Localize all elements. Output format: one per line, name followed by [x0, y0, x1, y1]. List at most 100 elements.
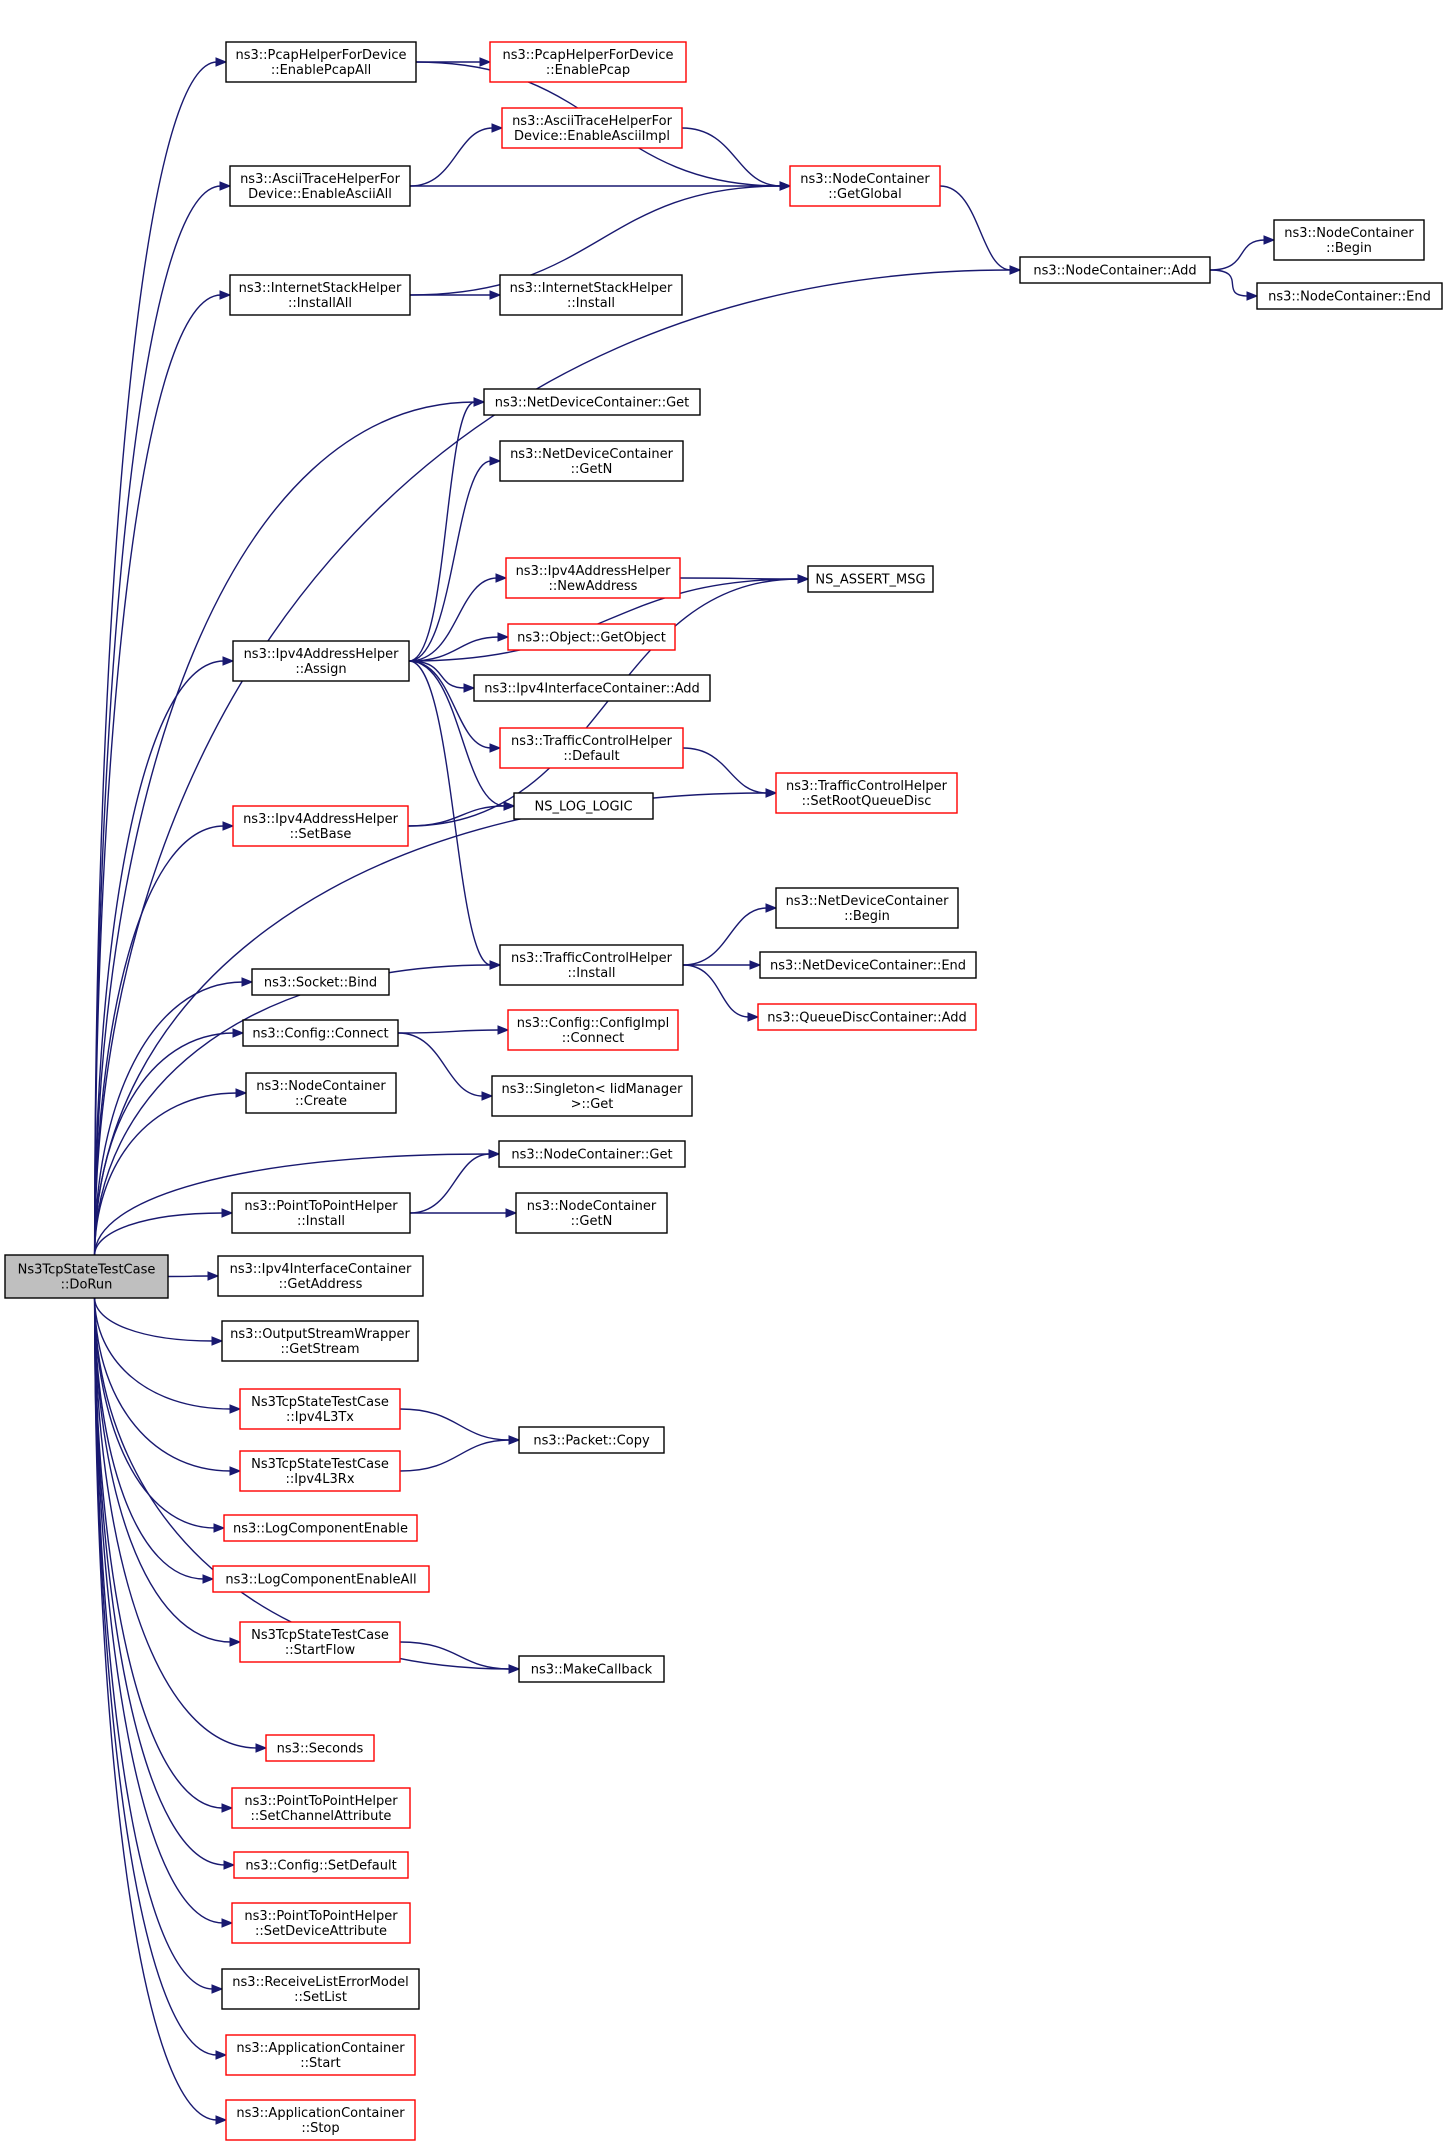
arrowhead	[765, 788, 778, 798]
node-appStop[interactable]: ns3::ApplicationContainer::Stop	[225, 2099, 416, 2141]
node-iicAdd[interactable]: ns3::Ipv4InterfaceContainer::Add	[473, 674, 711, 702]
node-rlemSetList[interactable]: ns3::ReceiveListErrorModel::SetList	[221, 1968, 420, 2010]
edge-line	[409, 1153, 491, 1214]
edge-line	[408, 460, 492, 662]
node-packetCopy[interactable]: ns3::Packet::Copy	[518, 1426, 665, 1454]
node-label: ns3::PointToPointHelper	[244, 1199, 398, 1214]
node-label: ::Stop	[301, 2121, 339, 2136]
node-assertMsg[interactable]: NS_ASSERT_MSG	[807, 565, 934, 593]
node-cfgConnect[interactable]: ns3::Config::Connect	[242, 1019, 399, 1047]
edge-line	[397, 1032, 484, 1097]
node-ndcBegin[interactable]: ns3::NetDeviceContainer::Begin	[775, 887, 959, 929]
node-label: ns3::LogComponentEnable	[233, 1522, 408, 1537]
node-iicGetAddr[interactable]: ns3::Ipv4InterfaceContainer::GetAddress	[217, 1255, 424, 1297]
node-box	[491, 1075, 693, 1117]
node-qdcAdd[interactable]: ns3::QueueDiscContainer::Add	[757, 1003, 977, 1031]
node-logCompEnableAll[interactable]: ns3::LogComponentEnableAll	[212, 1565, 430, 1593]
edge-isInstallAll-to-getGlobal	[409, 181, 792, 296]
arrowhead	[229, 1404, 242, 1414]
node-ndcGetN[interactable]: ns3::NetDeviceContainer::GetN	[499, 440, 684, 482]
node-root[interactable]: Ns3TcpStateTestCase::DoRun	[4, 1254, 169, 1299]
node-cfgImplConnect[interactable]: ns3::Config::ConfigImpl::Connect	[507, 1009, 679, 1051]
node-makeCallback[interactable]: ns3::MakeCallback	[518, 1655, 665, 1683]
node-tchDefault[interactable]: ns3::TrafficControlHelper::Default	[499, 727, 684, 769]
node-label: >::Get	[571, 1097, 614, 1112]
node-ncAdd[interactable]: ns3::NodeContainer::Add	[1019, 256, 1211, 284]
node-label: ns3::Config::SetDefault	[245, 1859, 396, 1874]
node-label: ns3::Ipv4InterfaceContainer::Add	[484, 682, 700, 697]
node-box	[231, 1902, 411, 1944]
node-asciiAll[interactable]: ns3::AsciiTraceHelperForDevice::EnableAs…	[229, 165, 411, 207]
node-label: NS_LOG_LOGIC	[534, 800, 632, 815]
node-singletonGet[interactable]: ns3::Singleton< IidManager>::Get	[491, 1075, 693, 1117]
node-label: ns3::NetDeviceContainer	[786, 894, 950, 909]
node-label: ns3::QueueDiscContainer::Add	[767, 1011, 967, 1026]
node-box	[499, 274, 683, 316]
edge-assign-to-getObject	[408, 632, 510, 662]
node-ipv4L3Tx[interactable]: Ns3TcpStateTestCase::Ipv4L3Tx	[239, 1388, 401, 1430]
edge-root-to-ncCreate	[93, 1088, 248, 1256]
node-asciiImpl[interactable]: ns3::AsciiTraceHelperForDevice::EnableAs…	[501, 107, 683, 149]
arrowhead	[221, 1208, 234, 1218]
node-startFlow[interactable]: Ns3TcpStateTestCase::StartFlow	[239, 1621, 401, 1663]
node-ndcGet[interactable]: ns3::NetDeviceContainer::Get	[483, 388, 701, 416]
arrowhead	[202, 1574, 215, 1584]
arrowhead	[221, 1918, 234, 1928]
edge-root-to-logCompEnable	[93, 1297, 226, 1533]
node-ndcEnd[interactable]: ns3::NetDeviceContainer::End	[759, 951, 977, 979]
node-socketBind[interactable]: ns3::Socket::Bind	[251, 968, 390, 996]
arrowhead	[779, 181, 792, 191]
edge-line	[93, 964, 492, 1256]
arrowhead	[497, 632, 510, 642]
node-ipv4L3Rx[interactable]: Ns3TcpStateTestCase::Ipv4L3Rx	[239, 1450, 401, 1492]
node-oswGetStream[interactable]: ns3::OutputStreamWrapper::GetStream	[221, 1320, 419, 1362]
node-box	[498, 1140, 686, 1168]
node-setBase[interactable]: ns3::Ipv4AddressHelper::SetBase	[232, 805, 409, 847]
node-getGlobal[interactable]: ns3::NodeContainer::GetGlobal	[789, 165, 941, 207]
node-logLogic[interactable]: NS_LOG_LOGIC	[513, 792, 654, 820]
node-ncGetN[interactable]: ns3::NodeContainer::GetN	[515, 1192, 668, 1234]
node-setRootQD[interactable]: ns3::TrafficControlHelper::SetRootQueueD…	[775, 772, 958, 814]
node-ncCreate[interactable]: ns3::NodeContainer::Create	[245, 1072, 397, 1114]
node-tchInstall[interactable]: ns3::TrafficControlHelper::Install	[499, 944, 684, 986]
edge-line	[93, 1297, 232, 1643]
node-label: ::Begin	[1326, 241, 1372, 256]
node-isInstallAll[interactable]: ns3::InternetStackHelper::InstallAll	[229, 274, 411, 316]
edge-line	[93, 61, 218, 1256]
edge-getGlobal-to-ncAdd	[939, 185, 1022, 275]
arrowhead	[213, 1523, 226, 1533]
node-p2pInstall[interactable]: ns3::PointToPointHelper::Install	[231, 1192, 411, 1234]
node-getObject[interactable]: ns3::Object::GetObject	[507, 623, 676, 651]
node-p2pSetChan[interactable]: ns3::PointToPointHelper::SetChannelAttri…	[231, 1787, 411, 1829]
node-label: ns3::PointToPointHelper	[244, 1794, 398, 1809]
edge-line	[93, 660, 225, 1256]
node-label: ns3::Ipv4InterfaceContainer	[230, 1262, 412, 1277]
node-ncBegin[interactable]: ns3::NodeContainer::Begin	[1273, 219, 1425, 261]
node-logCompEnable[interactable]: ns3::LogComponentEnable	[223, 1514, 418, 1542]
node-pcapAll[interactable]: ns3::PcapHelperForDevice::EnablePcapAll	[225, 41, 417, 83]
node-box	[4, 1254, 169, 1299]
edge-line	[681, 127, 782, 187]
node-ncEnd[interactable]: ns3::NodeContainer::End	[1256, 282, 1443, 310]
node-label: ::Create	[295, 1094, 347, 1109]
node-isInstall[interactable]: ns3::InternetStackHelper::Install	[499, 274, 683, 316]
arrowhead	[241, 977, 254, 987]
node-newAddr[interactable]: ns3::Ipv4AddressHelper::NewAddress	[505, 557, 681, 599]
edge-assign-to-iicAdd	[408, 660, 476, 693]
node-label: ::EnablePcapAll	[271, 63, 371, 78]
node-box	[505, 557, 681, 599]
node-box	[225, 41, 417, 83]
node-box	[232, 640, 410, 682]
node-label: ns3::LogComponentEnableAll	[225, 1573, 416, 1588]
edge-line	[399, 1408, 511, 1441]
node-label: ns3::Seconds	[277, 1742, 364, 1757]
arrowhead	[508, 1664, 521, 1674]
node-pcap[interactable]: ns3::PcapHelperForDevice::EnablePcap	[489, 41, 687, 83]
node-p2pSetDev[interactable]: ns3::PointToPointHelper::SetDeviceAttrib…	[231, 1902, 411, 1944]
node-cfgSetDefault[interactable]: ns3::Config::SetDefault	[233, 1851, 409, 1879]
node-ncGet[interactable]: ns3::NodeContainer::Get	[498, 1140, 686, 1168]
edge-tchInstall-to-ndcBegin	[682, 903, 778, 966]
node-appStart[interactable]: ns3::ApplicationContainer::Start	[225, 2034, 416, 2076]
node-assign[interactable]: ns3::Ipv4AddressHelper::Assign	[232, 640, 410, 682]
node-seconds[interactable]: ns3::Seconds	[265, 1734, 375, 1762]
